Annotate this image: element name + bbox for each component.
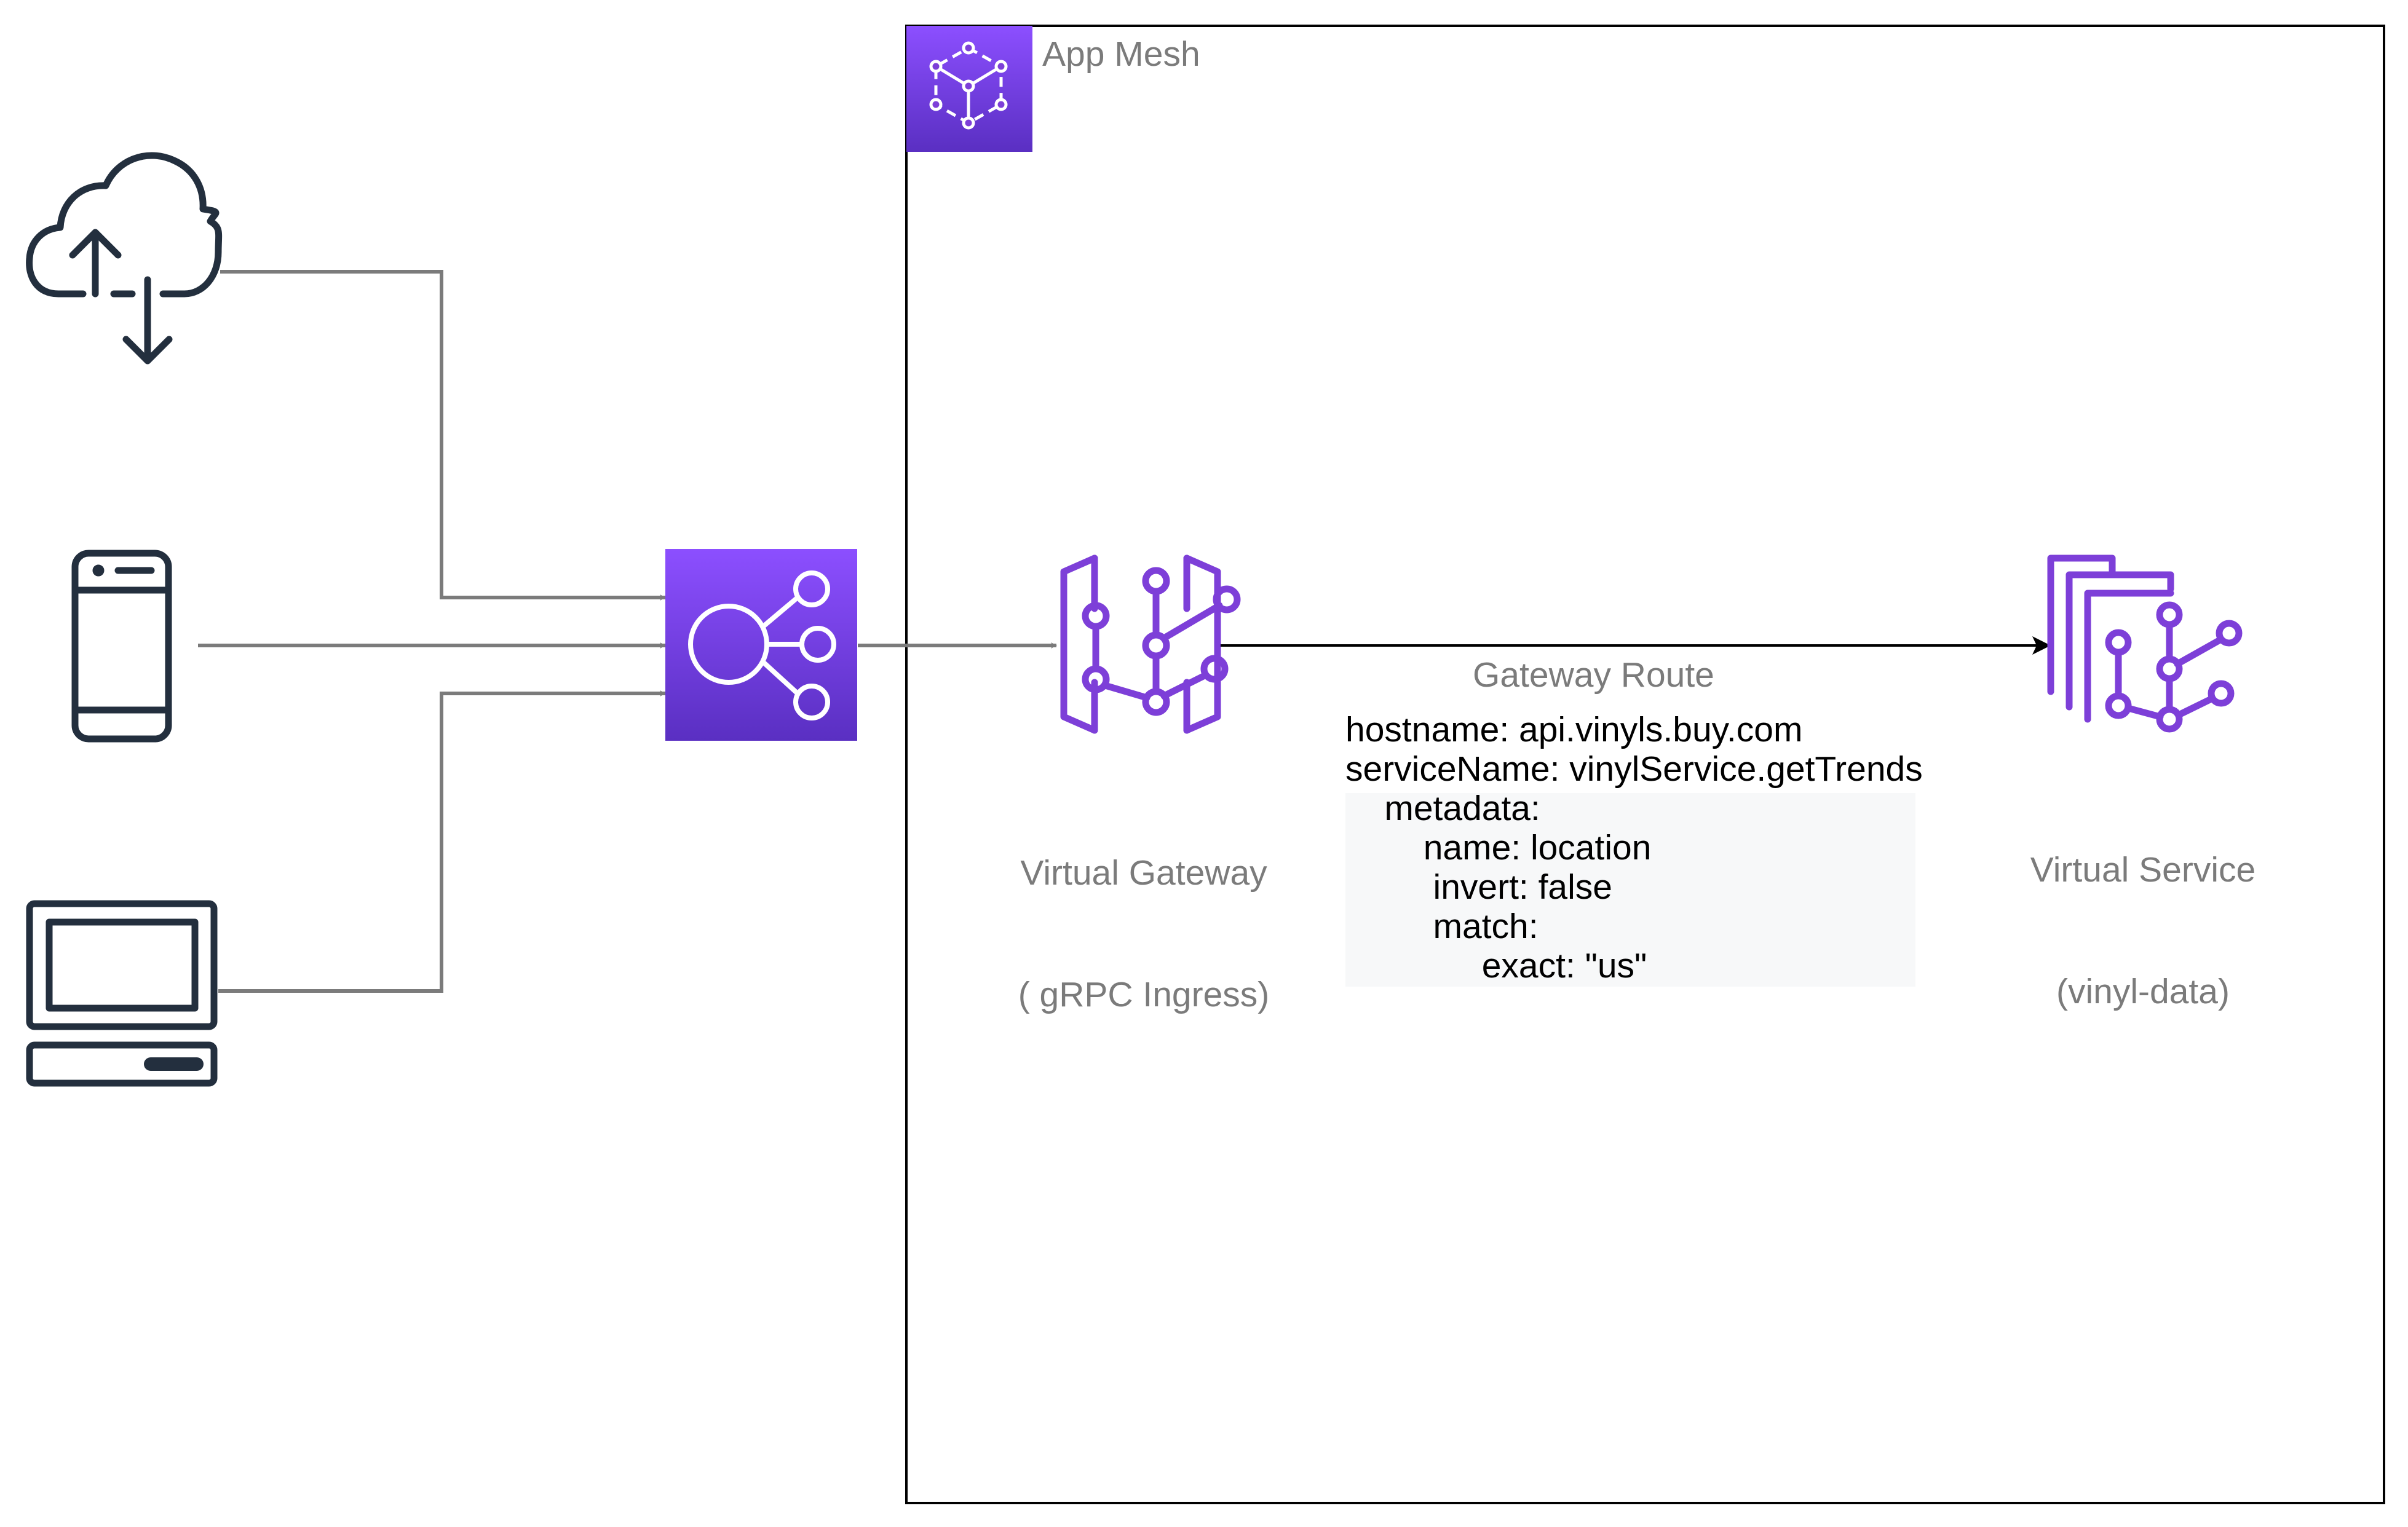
virtual-gateway-label-line2: ( gRPC Ingress) [1018, 975, 1270, 1014]
virtual-service-label-line1: Virtual Service [2030, 850, 2256, 890]
connector-cloud [220, 270, 666, 601]
connector-desktop [218, 690, 666, 993]
virtual-service-label: Virtual Service (vinyl-data) [1958, 768, 2327, 1052]
mobile-phone-icon [71, 550, 172, 743]
route-line-metadata: metadata: [1345, 789, 1540, 828]
gateway-route-arrowhead [2032, 636, 2051, 655]
virtual-gateway-icon [1060, 554, 1241, 734]
virtual-gateway-label-line1: Virtual Gateway [1020, 853, 1267, 893]
app-mesh-icon [906, 26, 1032, 152]
route-line-hostname: hostname: api.vinyls.buy.com [1345, 710, 1803, 749]
virtual-gateway-label: Virtual Gateway ( gRPC Ingress) [959, 771, 1328, 1055]
elastic-load-balancer-icon [665, 549, 857, 741]
desktop-client-icon [26, 900, 218, 1087]
gateway-route-spec: hostname: api.vinyls.buy.com serviceName… [1345, 710, 1923, 987]
gateway-route-label: Gateway Route [1473, 655, 1714, 695]
client-connectors [198, 270, 1057, 993]
virtual-service-label-line2: (vinyl-data) [2056, 972, 2230, 1011]
route-line-match: match: [1345, 907, 1539, 946]
route-line-name: name: location [1345, 828, 1652, 867]
cloud-upload-download-icon [26, 152, 223, 365]
app-mesh-title: App Mesh [1042, 34, 1200, 74]
app-mesh-boundary [905, 25, 2385, 1504]
gateway-route-spec-background [1345, 793, 1915, 987]
route-line-invert: invert: false [1345, 867, 1612, 907]
route-line-servicename: serviceName: vinylService.getTrends [1345, 749, 1923, 789]
route-line-exact: exact: "us" [1345, 946, 1647, 985]
virtual-service-icon [2047, 554, 2243, 733]
